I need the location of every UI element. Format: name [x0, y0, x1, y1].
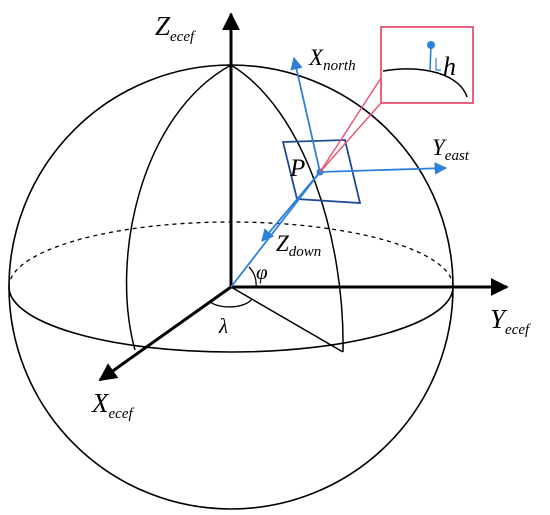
longitude-line [230, 286, 344, 353]
x-ecef-axis [98, 285, 232, 382]
latitude-arc [248, 266, 257, 288]
inset-box [380, 26, 474, 104]
y-ecef-label: Yecef [490, 304, 531, 338]
longitude-arc [209, 298, 253, 308]
radial-line [230, 171, 321, 288]
longitude-label: λ [218, 314, 228, 338]
inset-height-bracket [435, 58, 441, 71]
y-east-label: Yeast [432, 135, 470, 164]
height-h-label: h [443, 52, 456, 81]
tangent-plane [281, 139, 362, 204]
meridian-left [125, 64, 232, 351]
x-ecef-label: Xecef [91, 388, 134, 422]
y-east-axis [319, 162, 448, 175]
x-north-label: Xnorth [308, 45, 356, 74]
z-down-label: Zdown [276, 231, 321, 260]
equator-front [8, 286, 454, 353]
x-north-axis [290, 56, 321, 173]
z-down-axis [261, 171, 321, 242]
inset-height-line [429, 44, 432, 71]
meridian-right [230, 64, 344, 353]
latitude-label: φ [256, 260, 268, 284]
inset-surface-curve [382, 68, 468, 98]
point-p-label: P [289, 155, 305, 182]
inset-connector-lower [319, 102, 382, 173]
inset-connector-upper [319, 77, 382, 173]
z-ecef-label: Zecef [155, 11, 196, 45]
inset-point-marker [427, 41, 435, 49]
